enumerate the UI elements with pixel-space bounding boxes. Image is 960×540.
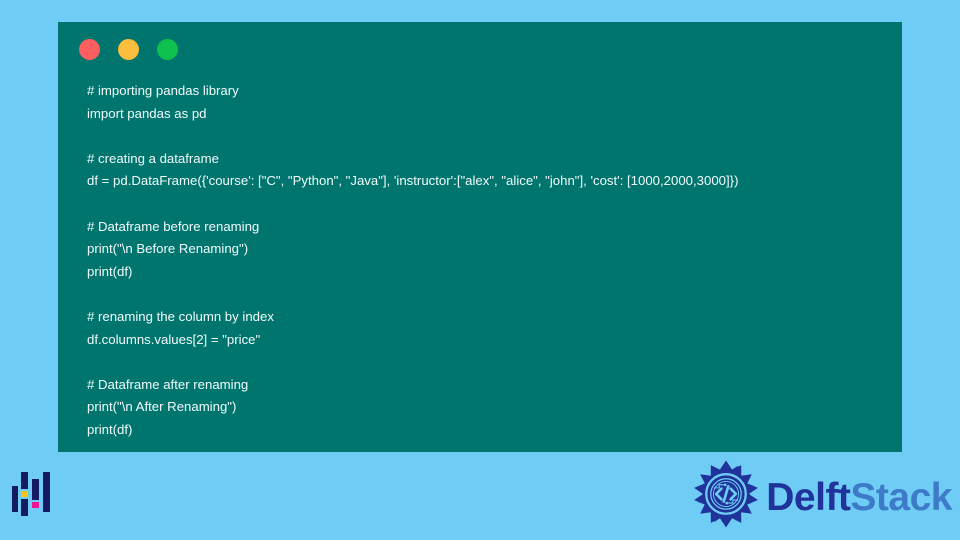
code-line: print("\n After Renaming"): [87, 399, 237, 415]
delftstack-wordmark: DelftStack: [766, 478, 952, 517]
code-line-blank: [87, 283, 894, 306]
logo-text-delft: Delft: [766, 475, 851, 519]
code-window: # importing pandas library import pandas…: [58, 22, 902, 452]
code-line: print(df): [87, 263, 133, 279]
code-editor-content[interactable]: # importing pandas library import pandas…: [87, 80, 894, 442]
maximize-window-button[interactable]: [157, 39, 178, 60]
code-line: # Dataframe before renaming: [87, 218, 260, 234]
code-line: # renaming the column by index: [87, 308, 274, 324]
code-line: # creating a dataframe: [87, 150, 219, 166]
code-line: df = pd.DataFrame({'course': ["C", "Pyth…: [87, 173, 739, 189]
delftstack-logo: DelftStack: [688, 458, 952, 536]
code-line: # Dataframe after renaming: [87, 376, 249, 392]
bar-chart-icon: [12, 472, 50, 516]
code-line-blank: [87, 125, 894, 148]
code-line: df.columns.values[2] = "price": [87, 331, 261, 347]
code-line: print(df): [87, 421, 133, 437]
code-line-blank: [87, 351, 894, 374]
code-line: import pandas as pd: [87, 105, 207, 121]
logo-text-stack: Stack: [850, 475, 952, 519]
code-line: # importing pandas library: [87, 83, 239, 98]
code-line: print("\n Before Renaming"): [87, 241, 249, 257]
code-line-blank: [87, 193, 894, 216]
window-titlebar: [79, 39, 178, 60]
minimize-window-button[interactable]: [118, 39, 139, 60]
delftstack-mandala-code-icon: [688, 459, 764, 535]
close-window-button[interactable]: [79, 39, 100, 60]
